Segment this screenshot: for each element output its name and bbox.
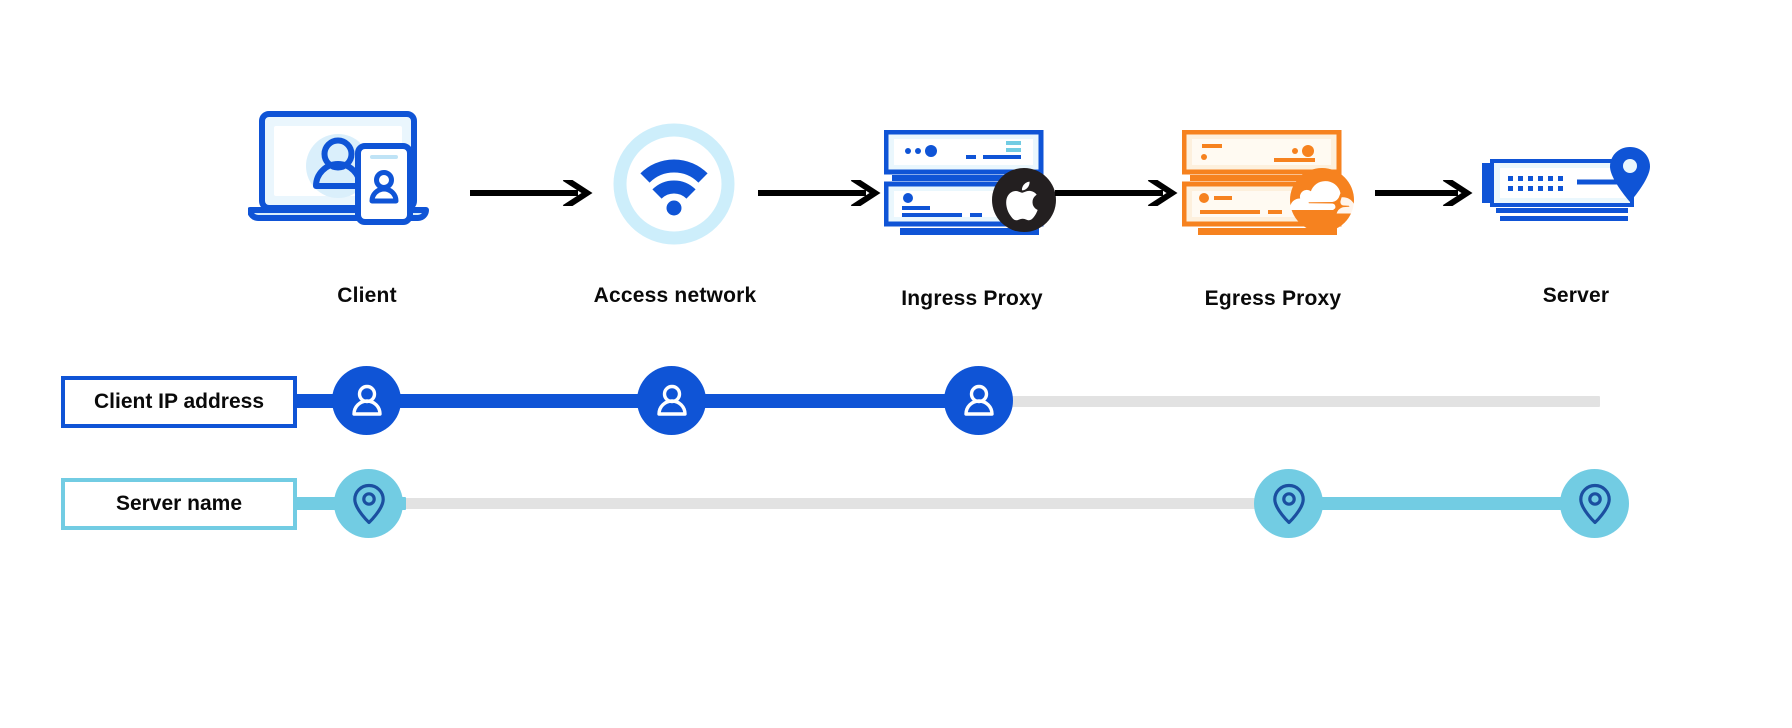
location-pin-badge [1608,145,1652,210]
person-icon [963,384,994,416]
server-name-node-1 [334,469,403,538]
flow-node-access-network [612,122,736,251]
person-icon [351,384,382,416]
person-icon [656,384,687,416]
client-ip-node-3 [944,366,1013,435]
wifi-circle-icon [612,122,736,251]
flow-node-server [1480,147,1655,240]
flow-node-egress-proxy [1181,129,1356,245]
apple-logo-badge [992,168,1056,237]
client-ip-address-label-box: Client IP address [61,376,297,428]
flow-node-client-label: Client [337,284,397,307]
server-stack-blue-icon [883,129,1056,245]
client-ip-address-label: Client IP address [93,390,264,413]
laptop-phone-user-icon [247,110,458,230]
client-ip-track-unknown [900,396,1600,407]
client-ip-node-2 [637,366,706,435]
client-ip-node-1 [332,366,401,435]
server-single-icon [1480,147,1655,240]
flow-node-ingress-proxy [883,129,1056,245]
flow-node-server-label: Server [1542,284,1610,307]
flow-node-access-network-label: Access network [593,284,757,307]
cloudflare-logo-badge [1290,168,1356,237]
flow-node-ingress-proxy-label: Ingress Proxy [901,287,1043,310]
flow-node-client [247,110,458,230]
server-stack-orange-icon [1181,129,1356,245]
flow-node-egress-proxy-label: Egress Proxy [1204,287,1342,310]
arrow-right-icon [1055,180,1180,206]
arrow-right-icon [1375,180,1475,206]
map-pin-icon [1578,483,1611,524]
server-name-track-known-right [1268,497,1608,510]
server-name-node-3 [1560,469,1629,538]
server-name-label: Server name [115,492,243,515]
map-pin-icon [1272,483,1305,524]
arrow-right-icon [758,180,883,206]
server-name-track-unknown [400,498,1280,509]
arrow-right-icon [470,180,595,206]
server-name-node-2 [1254,469,1323,538]
server-name-label-box: Server name [61,478,297,530]
map-pin-icon [352,483,385,524]
